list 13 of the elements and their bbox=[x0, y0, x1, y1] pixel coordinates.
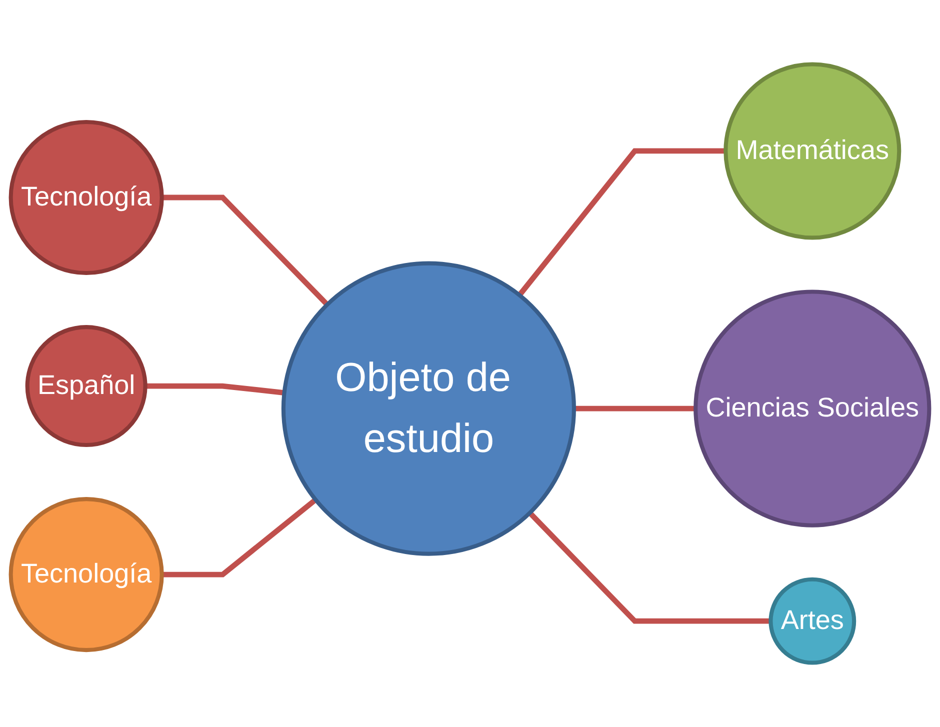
node-circle: Artes bbox=[768, 577, 856, 665]
connector bbox=[517, 148, 726, 297]
connector bbox=[145, 383, 285, 396]
node-circle: Tecnología bbox=[8, 120, 164, 276]
connector bbox=[574, 406, 696, 412]
node-circle: Matemáticas bbox=[724, 62, 902, 240]
connector bbox=[162, 194, 330, 306]
connector bbox=[528, 510, 771, 624]
node-circle: Objeto de estudio bbox=[281, 261, 576, 556]
node-circle: Español bbox=[25, 325, 148, 448]
connector bbox=[162, 498, 318, 578]
node-circle: Ciencias Sociales bbox=[694, 290, 932, 528]
node-circle: Tecnología bbox=[8, 497, 164, 652]
